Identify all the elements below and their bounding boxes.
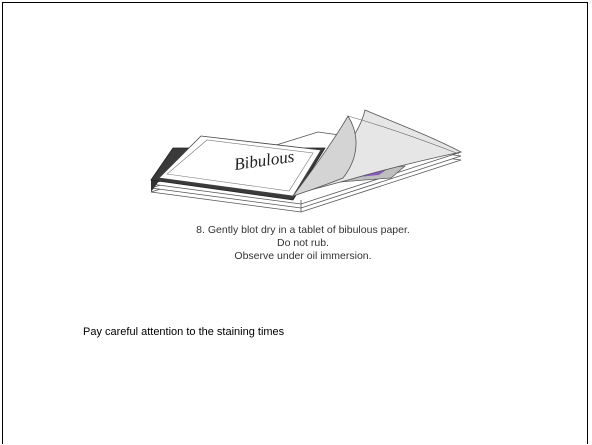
caption-line-2: Do not rub. (277, 237, 329, 249)
bibulous-paper-tablet-illustration: Bibulous (150, 109, 463, 213)
step-caption: 8. Gently blot dry in a tablet of bibulo… (143, 224, 463, 263)
tablet-top-page (158, 135, 322, 197)
staining-note: Pay careful attention to the staining ti… (83, 326, 285, 338)
lifted-page-front (291, 115, 357, 197)
caption-line-3: Observe under oil immersion. (234, 250, 372, 262)
caption-line-1: 8. Gently blot dry in a tablet of bibulo… (196, 224, 410, 236)
